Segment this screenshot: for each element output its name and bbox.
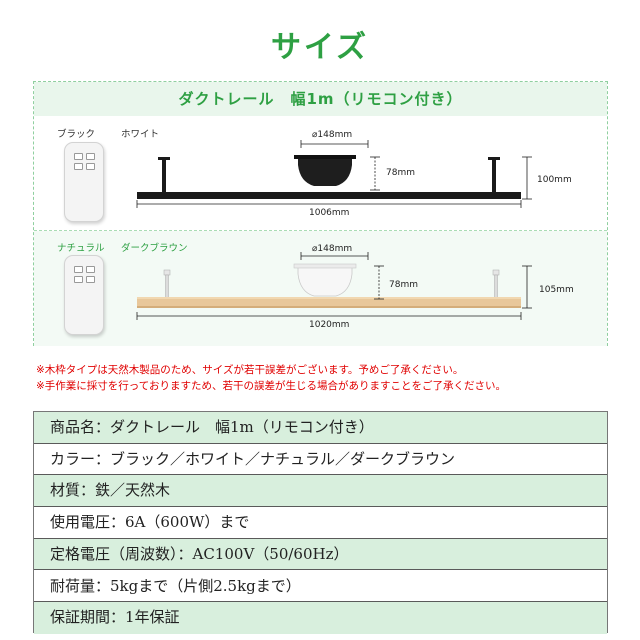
dim-width-top: 1006mm xyxy=(309,208,350,218)
dim-diameter-top: ⌀148mm xyxy=(312,130,353,140)
color-label-natural: ナチュラル xyxy=(57,243,105,254)
panel-divider xyxy=(34,230,607,231)
dim-depth-bottom: 78mm xyxy=(389,280,418,290)
spec-row-rated-voltage: 定格電圧（周波数）：AC100V（50/60Hz） xyxy=(34,538,607,571)
color-label-white: ホワイト xyxy=(121,129,160,140)
spec-row-product-name: 商品名：ダクトレール 幅1m（リモコン付き） xyxy=(34,412,607,444)
spec-row-warranty: 保証期間：1年保証 xyxy=(34,602,607,634)
notes: ※木枠タイプは天然木製品のため、サイズが若干誤差がございます。予めご了承ください… xyxy=(36,362,506,394)
spec-row-usage-current: 使用電圧：6A（600W）まで xyxy=(34,507,607,539)
remote-control-image-top xyxy=(64,142,104,222)
wood-duct-rail xyxy=(136,252,532,320)
dim-width-bottom: 1020mm xyxy=(309,320,350,330)
color-label-black: ブラック xyxy=(57,129,96,140)
spec-row-load-capacity: 耐荷量：5kgまで（片側2.5kgまで） xyxy=(34,570,607,603)
page-title: サイズ xyxy=(270,30,370,65)
dim-height-top: 100mm xyxy=(537,175,572,185)
spec-row-material: 材質：鉄／天然木 xyxy=(34,475,607,508)
dim-depth-top: 78mm xyxy=(386,168,415,178)
panel-header: ダクトレール 幅1m（リモコン付き） xyxy=(34,82,607,116)
color-label-dark-brown: ダークブラウン xyxy=(121,243,188,254)
note-line: ※木枠タイプは天然木製品のため、サイズが若干誤差がございます。予めご了承ください… xyxy=(36,364,464,376)
dim-height-bottom: 105mm xyxy=(539,285,574,295)
remote-control-image-bottom xyxy=(64,255,104,335)
dim-diameter-bottom: ⌀148mm xyxy=(312,244,353,254)
black-duct-rail xyxy=(136,140,532,208)
spec-row-color: カラー：ブラック／ホワイト／ナチュラル／ダークブラウン xyxy=(34,443,607,476)
spec-table: 商品名：ダクトレール 幅1m（リモコン付き） カラー：ブラック／ホワイト／ナチュ… xyxy=(33,411,608,634)
note-line: ※手作業に採寸を行っておりますため、若干の誤差が生じる場合がありますことをご了承… xyxy=(36,380,506,392)
